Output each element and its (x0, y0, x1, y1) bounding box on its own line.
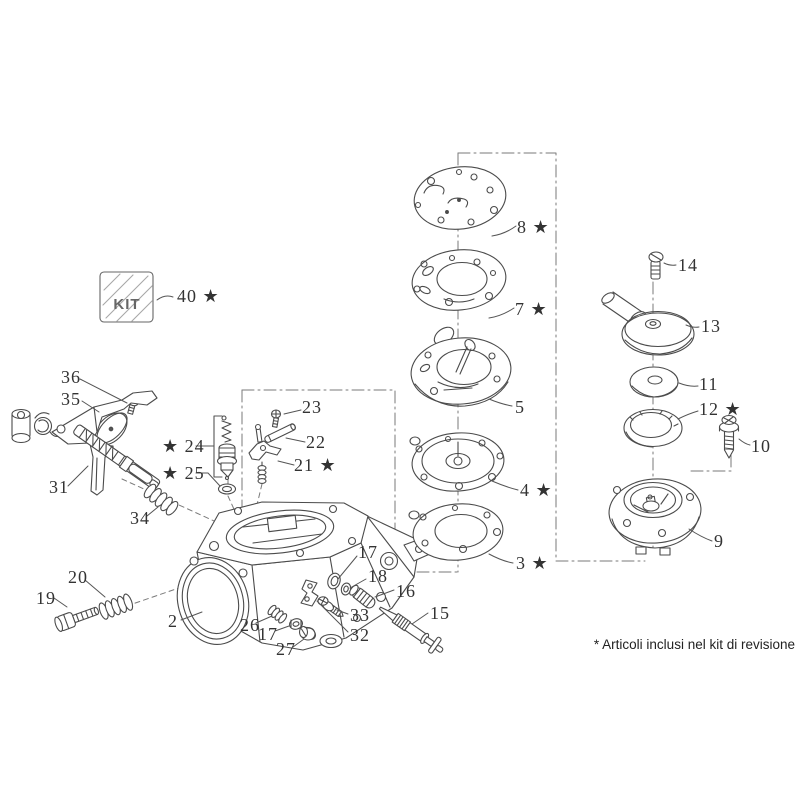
part-drawing-13 (601, 291, 695, 356)
part-label-2: 2 (168, 611, 178, 631)
part-drawing-14 (648, 251, 664, 280)
part-drawing-10 (718, 414, 740, 459)
part-label-10: 10 (751, 436, 771, 456)
part-label-35: 35 (61, 389, 81, 409)
part-label-34: 34 (130, 508, 150, 528)
part-label-7: 7 ★ (515, 299, 548, 319)
part-label-19: 19 (36, 588, 56, 608)
part-drawing-8 (413, 166, 507, 230)
part-label-22: 22 (306, 432, 326, 452)
part-label-25: ★ 25 (162, 463, 205, 483)
part-label-24: ★ 24 (162, 436, 205, 456)
part-label-16: 16 (396, 581, 416, 601)
part-label-8: 8 ★ (517, 217, 550, 237)
part-drawing-32 (300, 579, 319, 607)
part-drawing-17-upper (327, 572, 341, 590)
part-drawing-5 (410, 326, 512, 407)
part-drawing-15 (378, 606, 444, 654)
part-drawing-34 (143, 483, 179, 516)
part-drawing-22 (264, 423, 296, 443)
part-drawing-7 (411, 249, 507, 311)
part-label-14: 14 (678, 255, 698, 275)
part-drawing-20 (98, 593, 134, 620)
part-drawing-9 (608, 478, 702, 556)
part-label-32: 32 (350, 625, 370, 645)
part-label-18: 18 (368, 566, 388, 586)
kit-box-drawing (99, 271, 154, 323)
part-drawing-21 (248, 423, 282, 484)
part-drawing-16 (349, 584, 376, 609)
part-drawing-25 (217, 483, 237, 495)
part-label-20: 20 (68, 567, 88, 587)
part-label-40: 40 ★ (177, 286, 220, 306)
part-label-3: 3 ★ (516, 553, 549, 573)
part-drawing-26 (267, 604, 288, 624)
part-label-31: 31 (49, 477, 69, 497)
part-label-12: 12 ★ (699, 399, 742, 419)
part-label-15: 15 (430, 603, 450, 623)
part-label-23: 23 (302, 397, 322, 417)
part-label-26: 26 (240, 615, 260, 635)
part-drawing-17-lower (289, 618, 303, 630)
part-label-9: 9 (714, 531, 724, 551)
part-label-11: 11 (699, 374, 719, 394)
part-label-21: 21 ★ (294, 455, 337, 475)
part-label-13: 13 (701, 316, 721, 336)
part-drawing-31 (11, 390, 161, 496)
part-label-5: 5 (515, 397, 525, 417)
part-label-36: 36 (61, 367, 81, 387)
leader-lines (53, 225, 751, 648)
part-drawing-4 (409, 432, 505, 492)
part-label-17-upper: 17 (358, 542, 378, 562)
part-label-33: 33 (350, 605, 370, 625)
kit-footnote: * Articoli inclusi nel kit di revisione (593, 637, 795, 652)
kit-box-label: KIT (113, 296, 141, 313)
part-label-27: 27 (276, 639, 296, 659)
part-drawing-11 (629, 366, 679, 398)
part-drawing-19 (54, 606, 100, 632)
part-drawing-12 (623, 408, 683, 448)
part-drawing-3 (408, 503, 504, 561)
part-label-17-lower: 17 (258, 624, 278, 644)
part-drawing-24 (213, 415, 238, 481)
part-drawing-35 (94, 412, 128, 446)
part-drawing-23 (270, 409, 282, 428)
part-label-4: 4 ★ (520, 480, 553, 500)
part-drawing-27 (298, 625, 316, 641)
